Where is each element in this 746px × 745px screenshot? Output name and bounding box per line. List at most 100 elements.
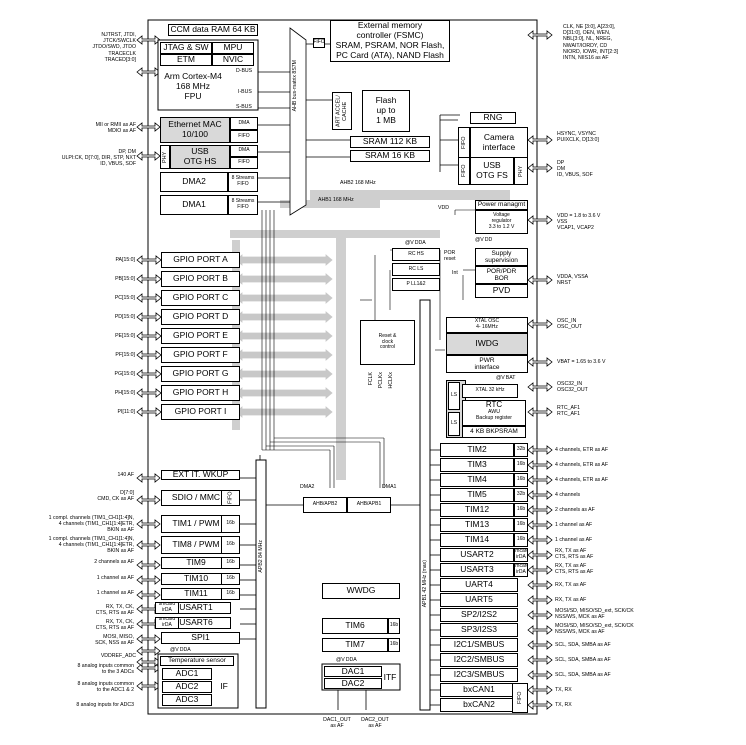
periph-pin-arrow (136, 575, 161, 585)
gpio-pin-label: PB[15:0] (115, 276, 135, 282)
periph-pin-arrow (136, 519, 161, 529)
tim7-tag: 16b (388, 638, 400, 652)
right-pin-label: 4 channels, ETR as AF (555, 447, 609, 453)
gpio-pin-arrow (136, 274, 162, 284)
usbfs-pins: DP DM ID, VBUS, SOF (557, 160, 593, 179)
periph-tag: 16b (221, 536, 240, 554)
periph-i2c2-smbus: I2C2/SMBUS (440, 653, 518, 667)
right-pin-label: RX, TX as AF (555, 582, 587, 588)
ahb1-down (336, 230, 346, 480)
usbhs-phy: PHY (160, 145, 170, 169)
gpio-pin-arrow (136, 255, 162, 265)
right-pin-label: 4 channels, ETR as AF (555, 477, 609, 483)
right-pin-label: TX, RX (555, 702, 572, 708)
bkpsram: 4 KB BKPSRAM (462, 426, 526, 438)
left-pin-label: 1 channel as AF (96, 575, 134, 581)
camera-pin-arrow (527, 135, 553, 145)
pwr-interface: PWR interface (446, 355, 528, 373)
periph-tag: 16b (514, 473, 528, 487)
dac-itf: ITF (383, 671, 397, 682)
sbus-label: S-BUS (236, 104, 252, 110)
jtag-pins: NJTRST, JTDI, JTCK/SWCLK JTDO/SWD, JTDO … (92, 32, 136, 63)
gpio-pin-arrow (136, 350, 162, 360)
periph-pin-arrow (527, 580, 553, 590)
left-pin-label: 1 channel as AF (96, 590, 134, 596)
mpu: MPU (212, 42, 254, 54)
iwdg: IWDG (446, 333, 528, 355)
periph-bxcan1: bxCAN1 (440, 683, 518, 697)
gpio-pin-label: PC[15:0] (114, 295, 135, 301)
gpio-pin-label: PI[11:0] (117, 409, 136, 415)
gpio-pin-arrow (136, 388, 162, 398)
rtc-label: RTC (485, 400, 503, 409)
rc-hs: RC HS (392, 248, 440, 261)
vdd-pins: VDD = 1.8 to 3.6 V VSS VCAP1, VCAP2 (557, 213, 601, 232)
periph-tag: 16b (514, 518, 528, 532)
left-pin-label: 2 channels as AF (94, 559, 134, 565)
temperature-sensor: Temperature sensor (160, 656, 234, 666)
tim6: TIM6 (322, 618, 388, 634)
fsmc-pins: CLK, NE [3:0], A[23:0], D[31:0], OEN, WE… (563, 24, 619, 62)
gpio-pin-label: PH[15:0] (114, 390, 135, 396)
vbat-pin-arrow (527, 357, 553, 367)
gpio-port-f: GPIO PORT F (161, 347, 240, 363)
periph-tag: smcard irDA (514, 563, 528, 577)
periph-sp2-i2s2: SP2/I2S2 (440, 608, 518, 622)
periph-pin-arrow (527, 475, 553, 485)
por-pdr-bor: POR/PDR BOR (475, 266, 528, 284)
right-pin-label: RX, TX as AF CTS, RTS as AF (555, 563, 594, 576)
fsmc: External memory controller (FSMC) SRAM, … (330, 20, 450, 62)
periph-tim14: TIM14 (440, 533, 514, 547)
periph-tag: 16b (221, 588, 240, 600)
gpio-bus-arrow (235, 273, 333, 285)
gpio-bus-arrow (235, 311, 333, 323)
periph-tim4: TIM4 (440, 473, 514, 487)
awu-label: AWU (488, 409, 500, 415)
can-fifo: FIFO (512, 683, 528, 713)
gpio-pin-arrow (136, 293, 162, 303)
gpio-port-d: GPIO PORT D (161, 309, 240, 325)
ahb2-bus (310, 190, 510, 200)
flash: Flash up to 1 MB (362, 90, 410, 132)
vbat-pins: VBAT = 1.65 to 3.6 V (557, 359, 606, 365)
rtc-block (462, 400, 526, 426)
periph-tag: 32b (514, 488, 528, 502)
gpio-port-c: GPIO PORT C (161, 290, 240, 306)
gpio-bus-arrow (235, 254, 333, 266)
periph-tag: 16b (221, 515, 240, 533)
gpio-port-h: GPIO PORT H (161, 385, 240, 401)
gpio-port-g: GPIO PORT G (161, 366, 240, 382)
gpio-bus-arrow (235, 368, 333, 380)
left-pin-label: MOSI, MISO, SCK, NSS as AF (95, 634, 134, 647)
periph-pin-arrow (527, 490, 553, 500)
gpio-bus-arrow (235, 330, 333, 342)
right-pin-label: TX, RX (555, 687, 572, 693)
gpio-pin-label: PF[15:0] (115, 352, 135, 358)
dma1: DMA1 (160, 195, 228, 215)
ahb-apb1: AHB/APB1 (347, 497, 391, 513)
periph-pin-arrow (136, 634, 161, 644)
adc-inputs-3: 8 analog inputs for ADC3 (76, 702, 134, 708)
osc32-pins: OSC32_IN OSC32_OUT (557, 381, 588, 394)
por-reset-label: POR reset (444, 250, 456, 263)
usbfs-pin-arrow (527, 163, 553, 173)
gpio-pin-label: PG[15:0] (114, 371, 135, 377)
power-management: Power managmt (475, 200, 528, 210)
dma1-route-label: DMA1 (382, 484, 397, 490)
camera-interface: Camera interface (470, 127, 528, 159)
left-pin-label: RX, TX, CK, CTS, RTS as AF (95, 604, 134, 617)
periph-tag: smcard irDA (155, 602, 179, 614)
left-pin-label: 1 compl. channels (TIM1_CH1[1:4]N, 4 cha… (48, 536, 134, 555)
ahb1-branch (230, 230, 440, 238)
art-accelerator: ART ACCEL/ CACHE (332, 92, 352, 130)
right-pin-label: 1 channel as AF (555, 522, 593, 528)
usb-otg-hs: USB OTG HS (170, 145, 230, 169)
periph-bxcan2: bxCAN2 (440, 698, 518, 712)
sram-112kb: SRAM 112 KB (350, 136, 430, 148)
apb1-label: APB1 42 MHz (max) (422, 560, 428, 608)
periph-tim8-pwm: TIM8 / PWM (161, 536, 231, 554)
dac2-out-label: DAC2_OUT as AF (361, 717, 389, 730)
periph-tim13: TIM13 (440, 518, 514, 532)
periph-tag: FIFO (221, 490, 240, 506)
